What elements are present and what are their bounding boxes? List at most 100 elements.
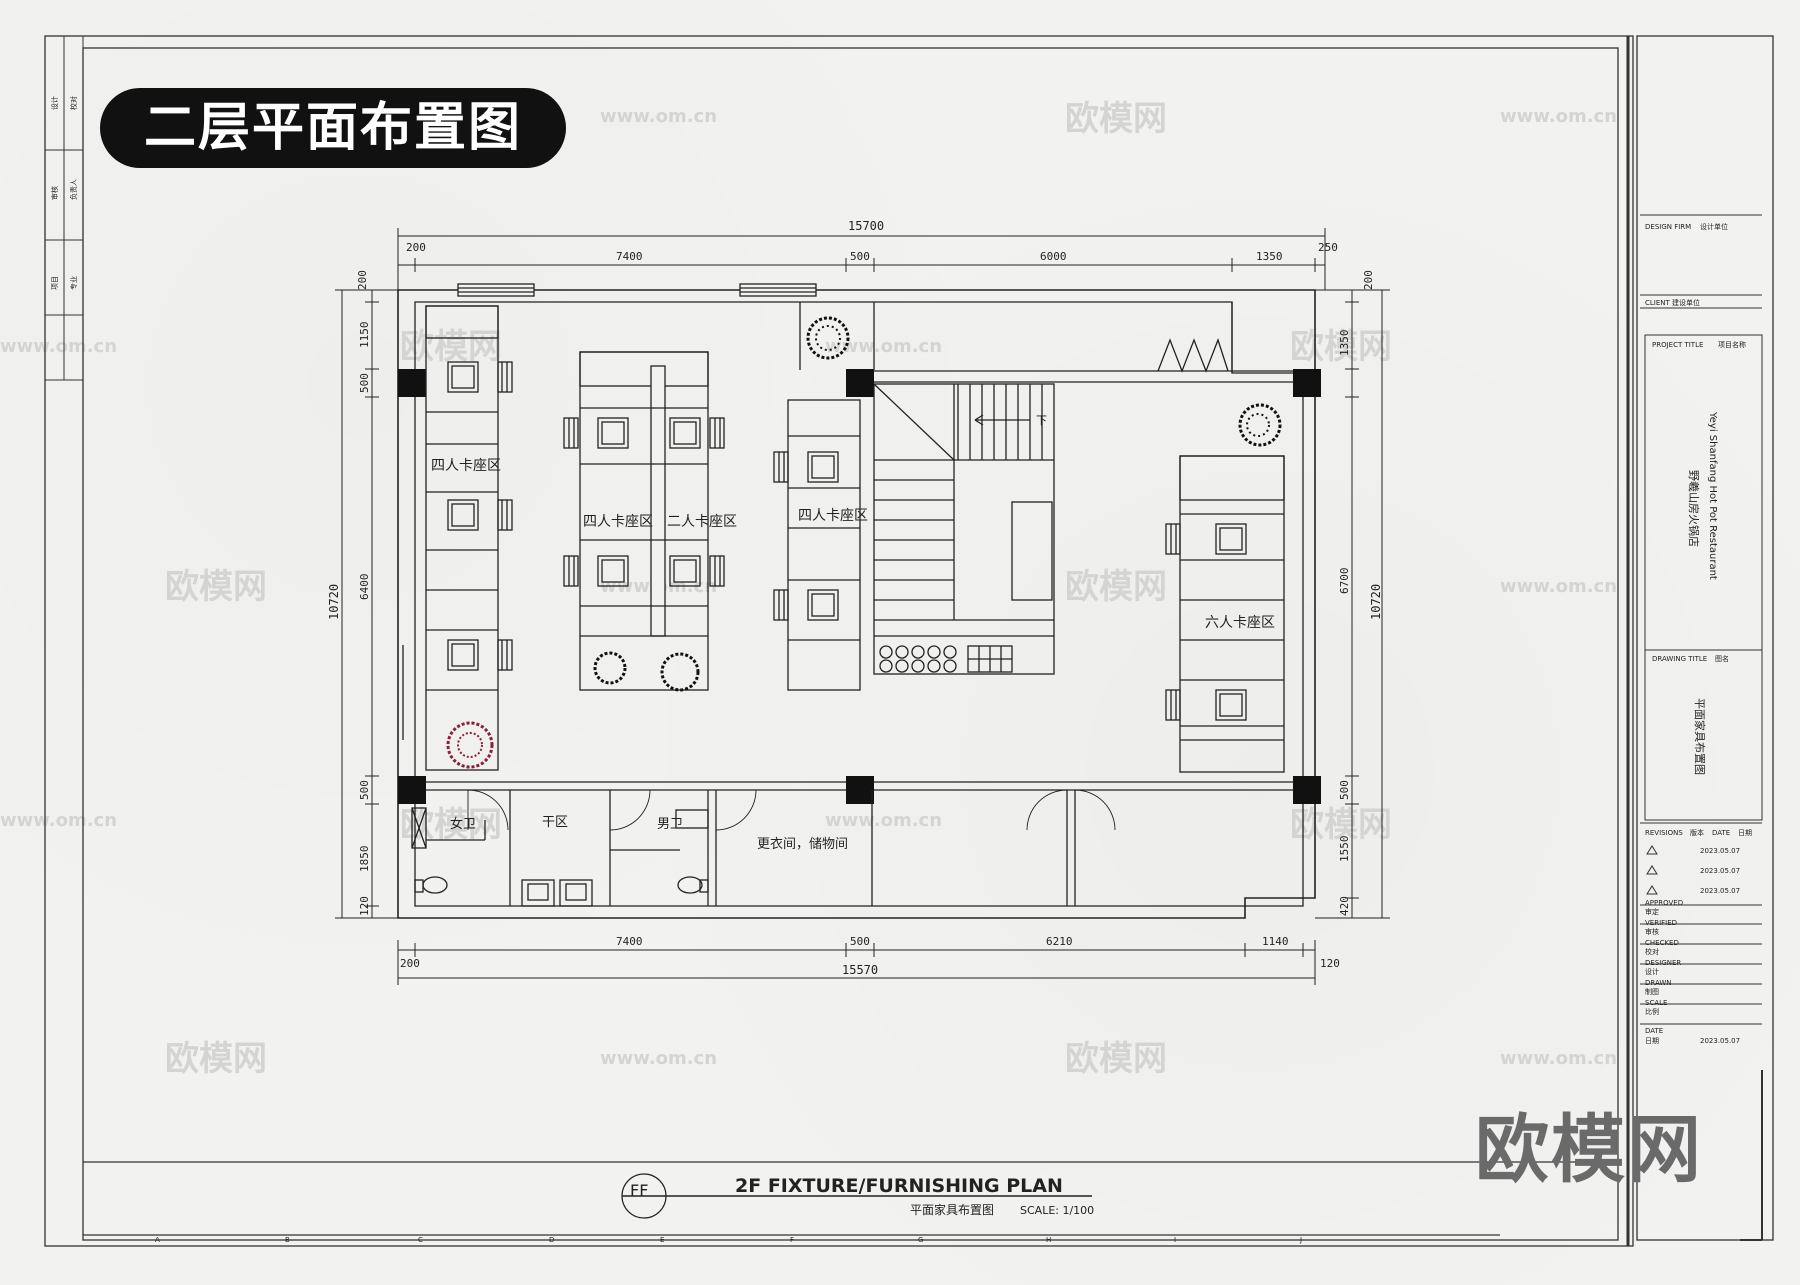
watermark-url: www.om.cn [1500,576,1617,597]
svg-text:SCALE: SCALE [1645,999,1667,1007]
svg-text:校对: 校对 [1645,947,1659,956]
strip-label: 负责人 [69,179,78,200]
label-four-booth-left: 四人卡座区 [431,458,501,474]
tb-project-name-cn: 野羲山房火锅店 [1687,470,1701,547]
watermark-url: www.om.cn [600,106,717,127]
svg-text:A: A [155,1236,160,1244]
dim-left: 500 [358,780,371,800]
svg-text:制图: 制图 [1645,987,1659,996]
revision-triangle-icon [1646,845,1658,895]
dim-top-total: 15700 [848,219,884,233]
svg-text:CHECKED: CHECKED [1645,939,1679,947]
watermark-brand: 欧模网 [400,327,502,367]
brand-logo: 欧模网 [1475,1107,1703,1193]
dim-top: 7400 [616,250,643,263]
floor-plan [397,283,1321,919]
label-locker-storage: 更衣间，储物间 [757,836,848,852]
dim-bottom: 200 [400,957,420,970]
dim-left: 1850 [358,846,371,873]
svg-text:J: J [1299,1236,1302,1244]
dim-left: 6400 [358,574,371,601]
dim-left-total: 10720 [327,584,341,620]
watermark-brand: 欧模网 [165,1039,267,1079]
strip-label: 项目 [51,276,59,290]
plan-title-cn: 平面家具布置图 [910,1202,994,1217]
svg-text:2023.05.07: 2023.05.07 [1700,887,1740,895]
dim-left: 200 [356,270,369,290]
svg-text:APPROVED: APPROVED [1645,899,1683,907]
plant-icon [1238,403,1282,447]
grid-letters: A B C D E F G H I J [155,1236,1302,1244]
sheet-title-banner: 二层平面布置图 [100,88,566,168]
tb-drawing-title: DRAWING TITLE [1652,655,1707,663]
dim-bottom-total: 15570 [842,963,878,977]
svg-text:日期: 日期 [1645,1037,1659,1045]
dim-top: 500 [850,250,870,263]
label-six-booth: 六人卡座区 [1205,615,1275,631]
svg-text:E: E [660,1236,664,1244]
svg-text:2023.05.07: 2023.05.07 [1700,847,1740,855]
watermark-layer: 欧模网 www.om.cn 欧模网 www.om.cn 欧模网 www.om.c… [0,99,1617,1079]
dim-top: 250 [1318,241,1338,254]
dim-right: 200 [1362,270,1375,290]
svg-text:F: F [790,1236,794,1244]
hotpot-burners [879,645,1013,673]
tb-drawing-name: 平面家具布置图 [1693,698,1707,775]
tb-client-cn: 建设单位 [1672,298,1700,307]
label-stair-down: 下 [1036,414,1047,427]
plant-icon [446,721,494,769]
svg-text:C: C [418,1236,423,1244]
plant-icon [806,316,850,360]
svg-text:审核: 审核 [1645,927,1659,936]
dim-right: 420 [1338,896,1351,916]
svg-text:DESIGNER: DESIGNER [1645,959,1681,967]
left-booth-column [425,305,513,771]
plant-symbols [446,316,1282,769]
svg-text:2023.05.07: 2023.05.07 [1700,1037,1740,1045]
svg-text:VERIFIED: VERIFIED [1645,919,1677,927]
center-booth-block [563,351,725,691]
label-dry-area: 干区 [542,815,568,830]
dim-bottom: 6210 [1046,935,1073,948]
label-women-wc: 女卫 [450,816,476,832]
dim-right: 6700 [1338,568,1351,595]
watermark-url: www.om.cn [825,336,942,357]
svg-text:2023.05.07: 2023.05.07 [1700,867,1740,875]
tb-date: DATE [1712,829,1730,837]
svg-text:B: B [285,1236,290,1244]
watermark-brand: 欧模网 [1065,1039,1167,1079]
plant-icon [593,651,627,685]
tb-drawing-title-cn: 图名 [1715,654,1729,663]
center-right-booth-column [773,399,861,691]
plan-scale: SCALE: 1/100 [1020,1204,1094,1217]
tb-project-title-cn: 项目名称 [1718,340,1746,349]
dim-top: 1350 [1256,250,1283,263]
right-booth-column [1165,455,1285,773]
svg-text:H: H [1046,1236,1051,1244]
plan-symbol: FF [630,1181,648,1200]
label-four-booth-right: 四人卡座区 [798,508,868,524]
dimension-text: 15700 200 7400 500 6000 1350 250 200 740… [327,219,1383,977]
structural-columns [398,369,1321,804]
watermark-brand: 欧模网 [1290,327,1392,367]
tb-client: CLIENT [1645,299,1671,307]
left-revision-strip: 设计 校对 审核 负责人 项目 专业 [44,35,84,381]
plan-title-en: 2F FIXTURE/FURNISHING PLAN [735,1175,1063,1197]
svg-text:审定: 审定 [1645,907,1659,916]
dim-right-total: 10720 [1369,584,1383,620]
sheet-borders [44,35,1774,1247]
plan-title-block: FF 2F FIXTURE/FURNISHING PLAN 平面家具布置图 SC… [621,1173,1094,1219]
strip-label: 审核 [50,186,59,200]
watermark-url: www.om.cn [0,810,117,831]
label-four-booth-center: 四人卡座区 [583,514,653,530]
svg-text:比例: 比例 [1645,1007,1659,1016]
label-men-wc: 男卫 [657,817,683,832]
strip-label: 校对 [69,96,78,110]
svg-text:G: G [918,1236,923,1244]
dim-left: 500 [358,373,371,393]
watermark-brand: 欧模网 [165,567,267,607]
tb-design-firm: DESIGN FIRM [1645,223,1691,231]
dim-bottom: 7400 [616,935,643,948]
